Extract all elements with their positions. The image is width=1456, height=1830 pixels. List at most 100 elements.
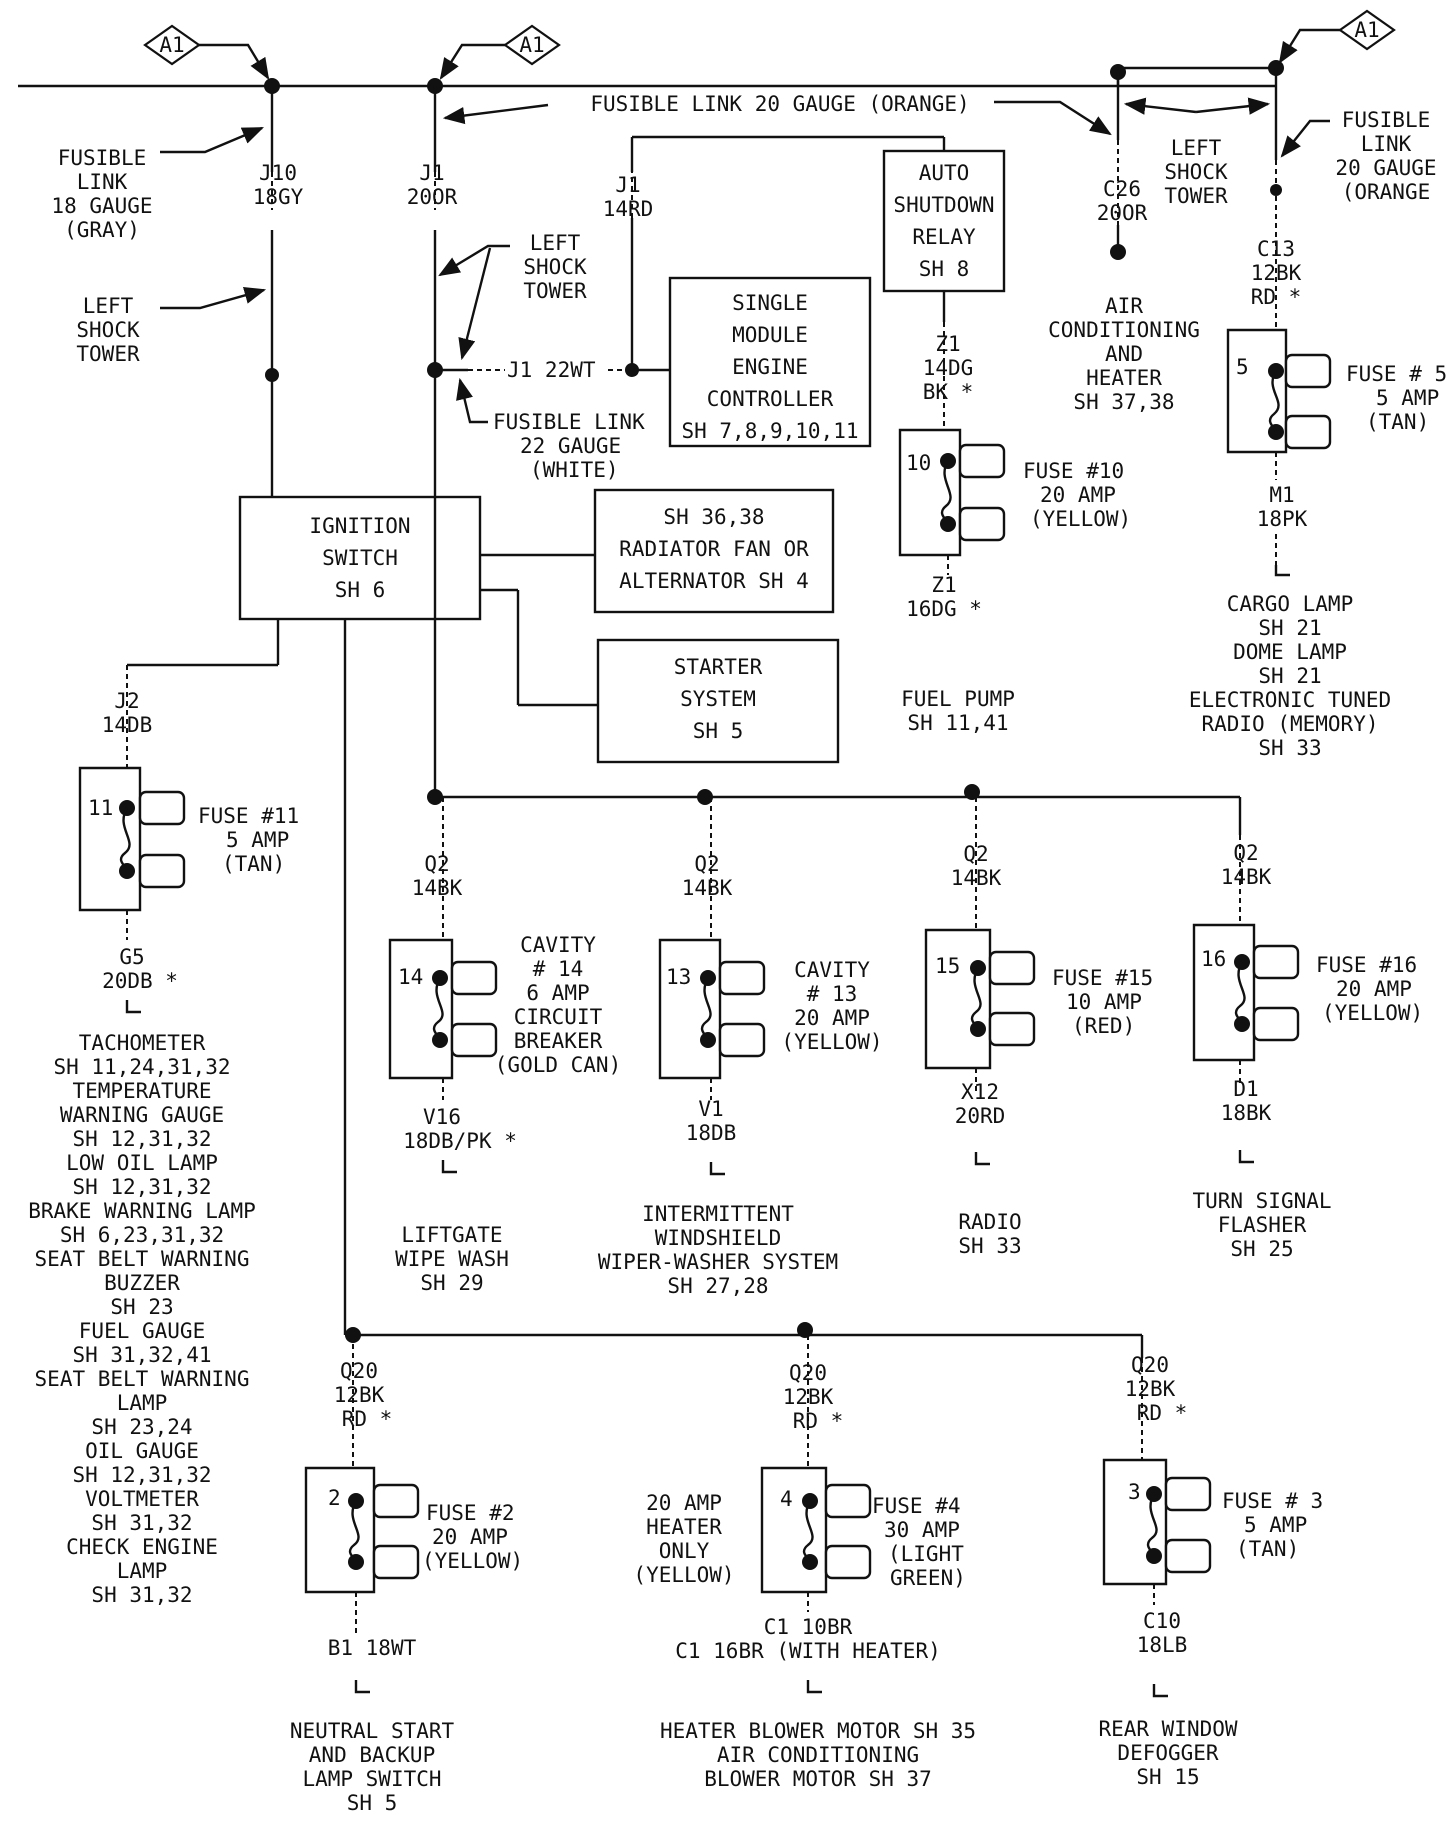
- fusible-link-18-label: FUSIBLE LINK 18 GAUGE (GRAY): [51, 126, 264, 242]
- svg-text:WIPER-WASHER SYSTEM: WIPER-WASHER SYSTEM: [598, 1250, 838, 1274]
- svg-text:14DB: 14DB: [102, 713, 153, 737]
- wire-label-q20-3: Q20 12BK RD *: [1125, 1353, 1188, 1425]
- svg-text:FUSE #2: FUSE #2: [426, 1501, 515, 1525]
- svg-text:HEATER: HEATER: [1086, 366, 1162, 390]
- svg-text:14BK: 14BK: [682, 876, 733, 900]
- svg-text:12BK: 12BK: [334, 1383, 385, 1407]
- svg-text:SH 21: SH 21: [1258, 616, 1321, 640]
- svg-text:REAR WINDOW: REAR WINDOW: [1098, 1717, 1237, 1741]
- fuse-16: 16 FUSE #16 20 AMP (YELLOW): [1192, 923, 1423, 1062]
- svg-text:# 14: # 14: [533, 957, 584, 981]
- svg-text:3: 3: [1128, 1480, 1141, 1504]
- svg-text:BRAKE WARNING LAMP: BRAKE WARNING LAMP: [28, 1199, 256, 1223]
- svg-text:STARTER: STARTER: [674, 655, 763, 679]
- wire-label-d1: D1 18BK: [1221, 1077, 1272, 1125]
- svg-text:FUSE #15: FUSE #15: [1052, 966, 1153, 990]
- svg-text:10: 10: [906, 451, 931, 475]
- svg-text:5 AMP: 5 AMP: [226, 828, 289, 852]
- svg-text:TOWER: TOWER: [523, 279, 587, 303]
- svg-text:22 GAUGE: 22 GAUGE: [520, 434, 621, 458]
- svg-text:CARGO LAMP: CARGO LAMP: [1227, 592, 1353, 616]
- svg-text:FUSE #16: FUSE #16: [1316, 953, 1417, 977]
- svg-text:(YELLOW): (YELLOW): [781, 1030, 882, 1054]
- wire-label-q2-15: Q2 14BK: [951, 842, 1002, 890]
- svg-text:DOME LAMP: DOME LAMP: [1233, 640, 1347, 664]
- single-module-engine-controller-box: SINGLE MODULE ENGINE CONTROLLER SH 7,8,9…: [668, 276, 872, 448]
- svg-text:(TAN): (TAN): [1366, 410, 1429, 434]
- svg-text:(TAN): (TAN): [222, 852, 285, 876]
- svg-text:C10: C10: [1143, 1609, 1181, 1633]
- svg-text:GREEN): GREEN): [890, 1566, 966, 1590]
- wire-label-q2-13: Q2 14BK: [682, 852, 733, 900]
- svg-text:Q20: Q20: [1131, 1353, 1169, 1377]
- svg-text:ENGINE: ENGINE: [732, 355, 808, 379]
- svg-text:5 AMP: 5 AMP: [1244, 1513, 1307, 1537]
- svg-text:14RD: 14RD: [603, 197, 654, 221]
- svg-text:11: 11: [88, 796, 113, 820]
- svg-text:20 GAUGE: 20 GAUGE: [1335, 156, 1436, 180]
- destination-ac-heater: AIR CONDITIONING AND HEATER SH 37,38: [1048, 294, 1200, 414]
- svg-text:18DB: 18DB: [686, 1121, 737, 1145]
- svg-text:20 AMP: 20 AMP: [794, 1006, 870, 1030]
- svg-text:18GY: 18GY: [253, 185, 304, 209]
- svg-text:SH 5: SH 5: [693, 719, 744, 743]
- svg-text:16DG *: 16DG *: [906, 597, 982, 621]
- svg-text:(YELLOW): (YELLOW): [1030, 507, 1131, 531]
- svg-text:20 AMP: 20 AMP: [1040, 483, 1116, 507]
- svg-text:V1: V1: [698, 1097, 723, 1121]
- wire-label-v16: V16 18DB/PK *: [403, 1105, 517, 1153]
- svg-text:(ORANGE: (ORANGE: [1342, 180, 1431, 204]
- svg-text:SH 23: SH 23: [110, 1295, 173, 1319]
- svg-text:RD *: RD *: [342, 1407, 393, 1431]
- svg-text:20OR: 20OR: [1097, 201, 1148, 225]
- svg-text:RD *: RD *: [1137, 1401, 1188, 1425]
- svg-text:18 GAUGE: 18 GAUGE: [51, 194, 152, 218]
- svg-text:SHOCK: SHOCK: [523, 255, 587, 279]
- wire-label-g5: G5 20DB *: [102, 945, 178, 993]
- svg-text:SH 11,24,31,32: SH 11,24,31,32: [53, 1055, 230, 1079]
- wire-label-m1: M1 18PK: [1257, 483, 1308, 531]
- svg-text:SHUTDOWN: SHUTDOWN: [893, 193, 994, 217]
- wire-label-c10: C10 18LB: [1137, 1609, 1188, 1657]
- svg-text:Z1: Z1: [931, 573, 956, 597]
- svg-text:SH 33: SH 33: [1258, 736, 1321, 760]
- svg-text:18BK: 18BK: [1221, 1101, 1272, 1125]
- svg-text:SH 21: SH 21: [1258, 664, 1321, 688]
- wire-label-j2: J2 14DB: [102, 689, 153, 737]
- svg-text:FUSE #10: FUSE #10: [1023, 459, 1124, 483]
- svg-text:SH 23,24: SH 23,24: [91, 1415, 192, 1439]
- svg-text:30 AMP: 30 AMP: [884, 1518, 960, 1542]
- svg-text:SH 37,38: SH 37,38: [1073, 390, 1174, 414]
- svg-text:G5: G5: [119, 945, 144, 969]
- wire-label-j1-22wt: J1 22WT: [507, 358, 596, 382]
- fusible-link-20-label: FUSIBLE LINK 20 GAUGE (ORANGE): [590, 92, 969, 116]
- svg-text:CHECK ENGINE: CHECK ENGINE: [66, 1535, 218, 1559]
- svg-text:18DB/PK *: 18DB/PK *: [403, 1129, 517, 1153]
- svg-text:FUEL PUMP: FUEL PUMP: [901, 687, 1015, 711]
- left-shock-tower-label-3: LEFT SHOCK TOWER: [1123, 97, 1271, 208]
- wire-label-v1: V1 18DB: [686, 1097, 737, 1145]
- svg-text:IGNITION: IGNITION: [309, 514, 410, 538]
- svg-text:D1: D1: [1233, 1077, 1258, 1101]
- wire-label-j10: J10 18GY: [253, 161, 304, 209]
- svg-text:CONTROLLER: CONTROLLER: [707, 387, 834, 411]
- svg-text:FUSIBLE: FUSIBLE: [1342, 108, 1431, 132]
- svg-text:C1 16BR (WITH HEATER): C1 16BR (WITH HEATER): [675, 1639, 941, 1663]
- svg-text:TOWER: TOWER: [1164, 184, 1228, 208]
- svg-text:LAMP: LAMP: [117, 1391, 168, 1415]
- svg-text:Q20: Q20: [340, 1359, 378, 1383]
- svg-text:SYSTEM: SYSTEM: [680, 687, 756, 711]
- svg-text:CAVITY: CAVITY: [794, 958, 870, 982]
- svg-text:14DG: 14DG: [923, 356, 974, 380]
- svg-text:(GOLD CAN): (GOLD CAN): [495, 1053, 621, 1077]
- svg-text:FUSE # 5: FUSE # 5: [1346, 362, 1447, 386]
- destination-turn-signal-flasher: TURN SIGNAL FLASHER SH 25: [1192, 1189, 1331, 1261]
- svg-text:FUSIBLE: FUSIBLE: [58, 146, 147, 170]
- svg-text:FUSE # 3: FUSE # 3: [1222, 1489, 1323, 1513]
- svg-text:BUZZER: BUZZER: [104, 1271, 180, 1295]
- svg-text:SH 29: SH 29: [420, 1271, 483, 1295]
- svg-text:LEFT: LEFT: [1171, 136, 1222, 160]
- svg-text:16: 16: [1201, 947, 1226, 971]
- svg-text:OIL GAUGE: OIL GAUGE: [85, 1439, 199, 1463]
